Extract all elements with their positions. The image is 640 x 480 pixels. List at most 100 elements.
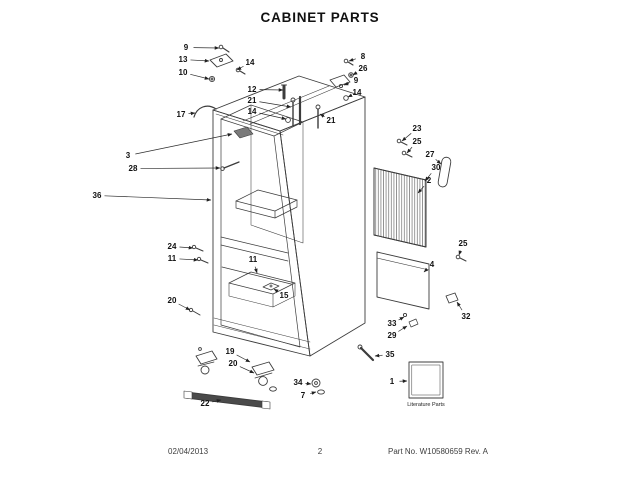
right-top-screws [396,138,413,158]
callout-23: 23 [401,124,422,142]
callout-number-17: 17 [177,110,186,119]
lower-side-panel [376,251,430,310]
callout-24: 24 [168,242,194,251]
callout-number-28: 28 [129,164,138,173]
callout-number-33: 33 [388,319,397,328]
callout-number-27: 27 [426,150,435,159]
callout-33: 33 [388,316,405,328]
callout-21: 21 [248,96,292,109]
callout-leader-26 [352,71,358,76]
cabinet-interior [213,104,311,350]
callout-number-13: 13 [179,55,188,64]
callout-number-26: 26 [359,64,368,73]
callout-leader-14 [347,93,353,98]
top-hinge-pins-middle [281,84,302,127]
part-27-bracket [437,156,452,188]
callout-20: 20 [229,359,255,374]
callout-12: 12 [248,85,284,94]
part-7-foot [317,389,325,395]
callout-leader-19 [236,354,251,363]
callout-2: 2 [417,176,432,194]
callout-number-30: 30 [432,163,441,172]
callout-number-25: 25 [459,239,468,248]
callout-27: 27 [426,150,442,165]
callout-leader-2 [417,185,425,194]
callout-leader-25 [406,146,413,154]
callout-36: 36 [93,191,212,202]
callout-number-15: 15 [280,291,289,300]
top-hinge-left [208,44,246,83]
callout-9: 9 [343,76,359,86]
part-34-grommet [311,378,321,388]
callout-15: 15 [273,288,289,300]
callout-number-10: 10 [179,68,188,77]
callout-number-20: 20 [168,296,177,305]
callout-leader-22 [212,399,222,403]
callout-number-21: 21 [248,96,257,105]
callout-34: 34 [294,378,312,387]
part-28-screw [220,161,240,171]
callout-number-1: 1 [390,377,395,386]
callout-30: 30 [424,163,441,182]
callout-leader-33 [398,316,405,321]
callout-8: 8 [348,52,366,62]
callout-number-7: 7 [301,391,306,400]
callout-leader-24 [179,245,194,250]
callout-number-23: 23 [413,124,422,133]
callout-leader-4 [423,267,429,273]
callout-leader-11 [254,266,258,274]
callout-25: 25 [459,239,468,256]
callout-7: 7 [301,391,317,400]
cabinet-outline [212,75,366,357]
callout-leader-21 [259,101,292,109]
base-roller-right [251,361,277,392]
callout-28: 28 [129,164,221,173]
footer-date: 02/04/2013 [168,447,209,456]
left-side-screws [188,244,209,316]
callout-number-32: 32 [462,312,471,321]
callout-leader-34 [305,381,312,386]
callout-number-34: 34 [294,378,303,387]
callout-leader-13 [190,58,210,63]
callout-leader-14 [236,65,244,71]
callout-leader-32 [456,301,463,311]
callout-leader-20 [239,366,255,374]
callout-25: 25 [406,137,422,154]
callout-number-22: 22 [201,399,210,408]
literature-parts-label: Literature Parts [407,402,445,408]
callout-number-20: 20 [229,359,238,368]
callout-number-25: 25 [413,137,422,146]
top-hinge-right [315,58,354,129]
callout-number-14: 14 [353,88,362,97]
callout-leader-23 [401,133,412,142]
callout-leader-17 [188,111,196,116]
callout-20: 20 [168,296,191,311]
callout-leader-15 [273,288,279,293]
base-roller-left [195,347,218,375]
callout-number-21: 21 [327,116,336,125]
callout-17: 17 [177,110,196,119]
callout-number-9: 9 [354,76,359,85]
callout-leader-9 [343,81,350,86]
clips-33-29 [402,312,419,328]
callout-leader-35 [374,353,383,358]
callout-leader-20 [178,303,191,311]
callout-number-4: 4 [430,260,435,269]
callout-number-36: 36 [93,191,102,200]
callout-number-8: 8 [361,52,366,61]
callout-leader-11 [179,257,199,262]
callout-13: 13 [179,55,210,64]
callout-number-14: 14 [248,107,257,116]
callout-number-14: 14 [246,58,255,67]
callout-19: 19 [226,347,251,363]
callout-3: 3 [126,133,233,160]
callout-leader-14 [259,112,287,120]
part-15-box [262,282,280,291]
part-35-tube [357,344,375,362]
callout-number-24: 24 [168,242,177,251]
callout-10: 10 [179,68,210,80]
callout-leader-36 [104,195,212,202]
callout-leader-30 [424,173,432,182]
